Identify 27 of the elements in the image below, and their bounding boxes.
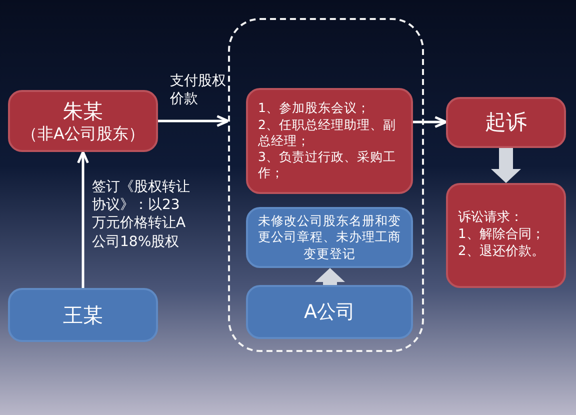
node-text: 诉讼请求： — [458, 210, 523, 228]
node-text: （非A公司股东） — [22, 124, 144, 144]
edge-label: 支付股权价款 — [170, 72, 227, 108]
node-text: 1、解除合同； — [458, 227, 544, 244]
highlight-box — [446, 183, 566, 288]
edge-label: 签订《股权转让协议》：以23万元价格转让A公司18%股权 — [92, 178, 190, 251]
node-text: 王某 — [63, 302, 103, 328]
process-box — [246, 285, 413, 339]
node-text: 2、退还价款。 — [458, 244, 544, 261]
node-title: 朱某 — [63, 98, 103, 124]
dashed-group-frame — [228, 18, 424, 352]
arrow — [77, 150, 89, 288]
node-text: A公司 — [304, 300, 355, 324]
process-box — [246, 207, 413, 268]
process-box — [8, 288, 158, 342]
arrow — [413, 116, 448, 128]
highlight-box — [446, 97, 566, 148]
node-text: 未修改公司股东名册和变更公司章程、未办理工商变更登记 — [258, 213, 401, 262]
highlight-box — [246, 88, 413, 194]
node-text: 2、任职总经理助理、副总经理； — [258, 116, 397, 150]
node-text: 3、负责过行政、采购工作； — [258, 149, 397, 182]
arrow — [158, 115, 230, 127]
block-arrow — [491, 148, 521, 183]
node-text: 起诉 — [485, 108, 527, 136]
highlight-box — [8, 90, 158, 152]
node-text: 1、参加股东会议； — [258, 100, 370, 117]
block-arrow — [315, 268, 345, 285]
